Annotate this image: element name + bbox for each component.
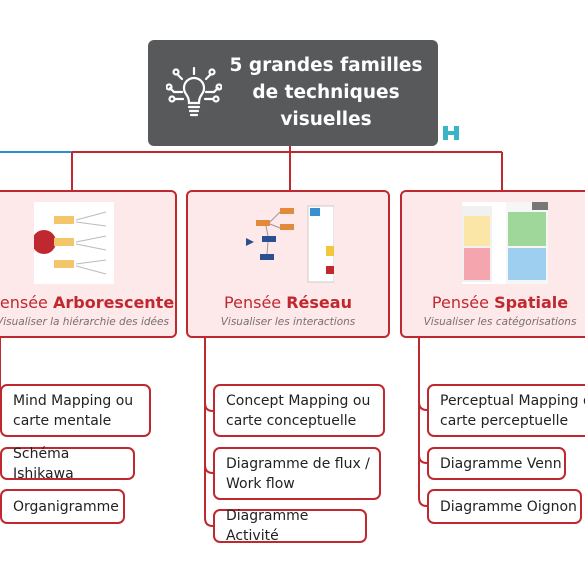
technique-mind-mapping[interactable]: Mind Mapping ou carte mentale <box>0 384 151 437</box>
family-title-prefix: Pensée <box>0 293 48 312</box>
technique-organigramme[interactable]: Organigramme <box>0 489 125 524</box>
central-title-line: 5 grandes familles <box>229 55 423 76</box>
family-subtitle: Visualiser la hiérarchie des idées <box>0 316 169 328</box>
technique-label-line: Diagramme de flux / <box>226 455 370 472</box>
technique-label-line: Mind Mapping ou <box>13 392 134 409</box>
mind-map-thumbnail <box>34 202 114 284</box>
family-subtitle: Visualiser les catégorisations <box>423 316 577 328</box>
family-title: Pensée Spatiale <box>402 293 585 312</box>
family-title-bold: Spatiale <box>494 293 569 312</box>
central-title: 5 grandes familles de techniques visuell… <box>226 52 426 133</box>
technique-ishikawa[interactable]: Schéma Ishikawa <box>0 446 135 482</box>
technique-oignon[interactable]: Diagramme Oignon <box>427 489 582 524</box>
family-title-prefix: Pensée <box>431 293 495 312</box>
technique-label: Diagramme Activité <box>226 508 309 544</box>
family-card-arborescente[interactable]: Pensée Arborescente Visualiser la hiérar… <box>0 190 177 338</box>
technique-perceptual-mapping[interactable]: Perceptual Mapping ou carte perceptuelle <box>427 384 585 437</box>
family-title-bold: Arborescente <box>52 293 175 312</box>
technique-label: Mind Mapping ou carte mentale <box>13 391 133 431</box>
quadrant-thumbnail <box>462 202 548 284</box>
central-topic[interactable]: 5 grandes familles de techniques visuell… <box>148 40 438 146</box>
lightbulb-circuit-icon <box>166 66 222 117</box>
technique-label-line: Perceptual Mapping ou <box>440 392 585 409</box>
technique-concept-mapping[interactable]: Concept Mapping ou carte conceptuelle <box>213 384 385 437</box>
technique-label: Organigramme <box>13 498 119 515</box>
technique-activite[interactable]: Diagramme Activité <box>213 508 367 544</box>
technique-venn[interactable]: Diagramme Venn <box>427 447 566 480</box>
technique-label-line: carte conceptuelle <box>226 412 357 429</box>
family-card-reseau[interactable]: Pensée Réseau Visualiser les interaction… <box>186 190 390 338</box>
technique-label: Diagramme Oignon <box>440 498 577 515</box>
technique-label-line: carte perceptuelle <box>440 412 569 429</box>
technique-label: Diagramme Venn <box>440 455 562 472</box>
family-title-prefix: Pensée <box>224 293 287 312</box>
concept-map-thumbnail <box>246 202 334 284</box>
technique-workflow[interactable]: Diagramme de flux / Work flow <box>213 447 381 500</box>
technique-label: Diagramme de flux / Work flow <box>226 454 370 494</box>
family-title: Pensée Arborescente <box>0 293 175 312</box>
family-subtitle: Visualiser les interactions <box>220 316 356 328</box>
family-title-bold: Réseau <box>286 293 352 312</box>
technique-label: Perceptual Mapping ou carte perceptuelle <box>440 391 585 431</box>
brand-logo-icon <box>443 126 459 140</box>
central-title-line: de techniques <box>252 82 400 103</box>
technique-label: Concept Mapping ou carte conceptuelle <box>226 391 370 431</box>
family-card-spatiale[interactable]: Pensée Spatiale Visualiser les catégoris… <box>400 190 585 338</box>
technique-label-line: carte mentale <box>13 412 112 429</box>
technique-label-line: Work flow <box>226 475 295 492</box>
family-title: Pensée Réseau <box>188 293 388 312</box>
central-title-line: visuelles <box>280 109 372 130</box>
technique-label-line: Concept Mapping ou <box>226 392 371 409</box>
technique-label: Schéma Ishikawa <box>13 445 74 482</box>
